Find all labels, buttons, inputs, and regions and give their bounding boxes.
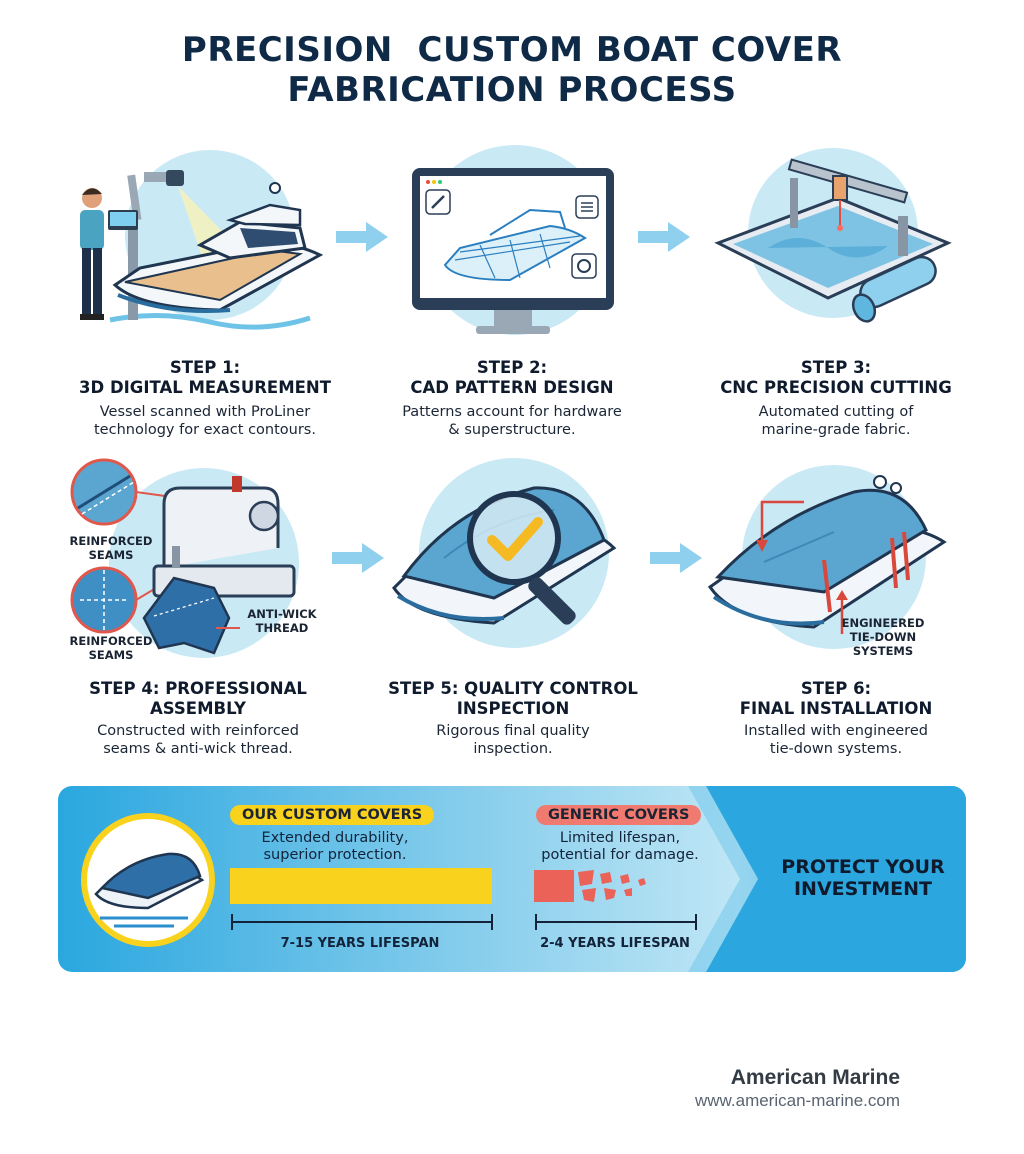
step-2-desc-line-1: Patterns account for hardware xyxy=(402,404,622,420)
step-5-heading: STEP 5: QUALITY CONTROL INSPECTION xyxy=(353,679,673,719)
step-5-heading-line-1: STEP 5: QUALITY CONTROL xyxy=(388,679,638,698)
step-6-description: Installed with engineered tie-down syste… xyxy=(676,722,996,758)
generic-lifespan-ruler xyxy=(535,914,697,930)
callout-tie-down-line-3: SYSTEMS xyxy=(852,644,914,658)
step-3-heading-line-1: STEP 3: xyxy=(800,358,872,377)
callout-anti-wick-line-1: ANTI-WICK xyxy=(247,607,317,621)
generic-covers-description: Limited lifespan, potential for damage. xyxy=(530,830,710,864)
wireframe-boat-icon xyxy=(443,208,587,282)
protect-arrow-panel xyxy=(706,786,966,972)
step-2-heading: STEP 2: CAD PATTERN DESIGN xyxy=(352,358,672,398)
step-5-illustration xyxy=(392,458,617,648)
callout-reinforced-seams-top-line-2: SEAMS xyxy=(88,548,134,562)
technician-icon xyxy=(80,188,138,320)
callout-tie-down-line-1: ENGINEERED xyxy=(841,616,925,630)
water-icon xyxy=(109,312,311,330)
arrow-4-5 xyxy=(332,543,384,573)
step-4-description: Constructed with reinforced seams & anti… xyxy=(38,722,358,758)
step-6-heading: STEP 6: FINAL INSTALLATION xyxy=(676,679,996,719)
step-2-description: Patterns account for hardware & superstr… xyxy=(352,403,672,439)
seam-detail-icon-top xyxy=(70,458,195,526)
custom-lifespan-ruler xyxy=(231,914,493,930)
custom-covers-badge: OUR CUSTOM COVERS xyxy=(230,805,435,825)
callout-anti-wick-thread: ANTI-WICK THREAD xyxy=(242,607,322,635)
step-1-heading-line-2: 3D DIGITAL MEASUREMENT xyxy=(79,378,331,397)
brand-url[interactable]: www.american-marine.com xyxy=(695,1091,900,1110)
custom-covers-bar xyxy=(230,868,492,904)
brand-name: American Marine xyxy=(730,1066,900,1089)
callout-reinforced-seams-top-line-1: REINFORCED xyxy=(69,534,153,548)
title-line-1: PRECISION CUSTOM BOAT COVER xyxy=(181,30,843,70)
callout-reinforced-seams-bottom-line-2: SEAMS xyxy=(88,648,134,662)
custom-covers-desc-line-2: superior protection. xyxy=(263,847,407,863)
custom-covers-lifespan: 7-15 YEARS LIFESPAN xyxy=(280,936,440,951)
layers-icon xyxy=(575,195,599,219)
tie-down-pointer-icon xyxy=(756,500,848,634)
step-3-description: Automated cutting of marine-grade fabric… xyxy=(676,403,996,439)
fabric-roll-icon xyxy=(851,255,937,323)
step-4-heading-line-1: STEP 4: PROFESSIONAL xyxy=(89,679,307,698)
protect-line-2: INVESTMENT xyxy=(793,878,933,900)
step-1-heading: STEP 1: 3D DIGITAL MEASUREMENT xyxy=(45,358,365,398)
boat-badge-icon xyxy=(81,813,215,947)
step-2-heading-line-2: CAD PATTERN DESIGN xyxy=(410,378,614,397)
step-2-desc-line-2: & superstructure. xyxy=(448,422,576,438)
step-6-heading-line-2: FINAL INSTALLATION xyxy=(739,699,933,718)
arrow-1-2 xyxy=(336,222,388,252)
wrench-icon xyxy=(425,189,451,215)
step-3-heading: STEP 3: CNC PRECISION CUTTING xyxy=(676,358,996,398)
callout-anti-wick-line-2: THREAD xyxy=(255,621,309,635)
step-4-desc-line-2: seams & anti-wick thread. xyxy=(103,741,293,757)
callout-reinforced-seams-bottom: REINFORCED SEAMS xyxy=(66,634,156,662)
step-6-illustration xyxy=(707,465,947,649)
callout-tie-down-systems: ENGINEERED TIE-DOWN SYSTEMS xyxy=(838,616,928,658)
step-1-heading-line-1: STEP 1: xyxy=(169,358,241,377)
comparison-banner xyxy=(58,786,966,972)
step-5-description: Rigorous final quality inspection. xyxy=(353,722,673,758)
step-3-desc-line-2: marine-grade fabric. xyxy=(761,422,911,438)
step-4-illustration xyxy=(70,458,299,658)
seam-detail-icon-bottom xyxy=(70,566,157,634)
step-6-heading-line-1: STEP 6: xyxy=(800,679,872,698)
title-line-2: FABRICATION PROCESS xyxy=(287,70,737,110)
step-4-desc-line-1: Constructed with reinforced xyxy=(97,723,299,739)
generic-covers-badge: GENERIC COVERS xyxy=(536,805,702,825)
custom-covers-description: Extended durability, superior protection… xyxy=(240,830,430,864)
magnifier-check-icon xyxy=(467,491,576,625)
step-3-desc-line-1: Automated cutting of xyxy=(758,404,914,420)
arrow-5-6 xyxy=(650,543,702,573)
step-2-illustration xyxy=(412,145,614,335)
installed-cover-boat-icon xyxy=(707,475,947,629)
callout-reinforced-seams-bottom-line-1: REINFORCED xyxy=(69,634,153,648)
protect-line-1: PROTECT YOUR xyxy=(781,856,945,878)
step-6-desc-line-2: tie-down systems. xyxy=(769,741,903,757)
step-5-desc-line-2: inspection. xyxy=(473,741,553,757)
yacht-icon xyxy=(112,182,324,313)
protect-investment-text: PROTECT YOUR INVESTMENT xyxy=(768,856,958,900)
fabric-icon xyxy=(142,576,240,655)
step-4-heading: STEP 4: PROFESSIONAL ASSEMBLY xyxy=(38,679,358,719)
step-5-heading-line-2: INSPECTION xyxy=(456,699,570,718)
gear-icon xyxy=(571,253,597,279)
step-1-desc-line-2: technology for exact contours. xyxy=(94,422,316,438)
step-3-heading-line-2: CNC PRECISION CUTTING xyxy=(720,378,952,397)
generic-covers-desc-line-2: potential for damage. xyxy=(541,847,699,863)
step-5-desc-line-1: Rigorous final quality xyxy=(436,723,590,739)
step-1-illustration xyxy=(80,150,324,330)
arrow-2-3 xyxy=(638,222,690,252)
step-3-illustration xyxy=(714,148,952,323)
step-6-desc-line-1: Installed with engineered xyxy=(744,723,928,739)
generic-covers-bar xyxy=(534,870,646,902)
callout-reinforced-seams-top: REINFORCED SEAMS xyxy=(66,534,156,562)
step-4-heading-line-2: ASSEMBLY xyxy=(150,699,246,718)
step-1-desc-line-1: Vessel scanned with ProLiner xyxy=(99,404,311,420)
step-2-heading-line-1: STEP 2: xyxy=(476,358,548,377)
cnc-machine-icon xyxy=(714,158,952,300)
generic-covers-desc-line-1: Limited lifespan, xyxy=(559,830,681,846)
callout-tie-down-line-2: TIE-DOWN xyxy=(849,630,917,644)
page-title: PRECISION CUSTOM BOAT COVER FABRICATION … xyxy=(0,30,1024,110)
generic-covers-lifespan: 2-4 YEARS LIFESPAN xyxy=(540,936,690,951)
custom-covers-desc-line-1: Extended durability, xyxy=(261,830,409,846)
step-1-description: Vessel scanned with ProLiner technology … xyxy=(45,403,365,439)
